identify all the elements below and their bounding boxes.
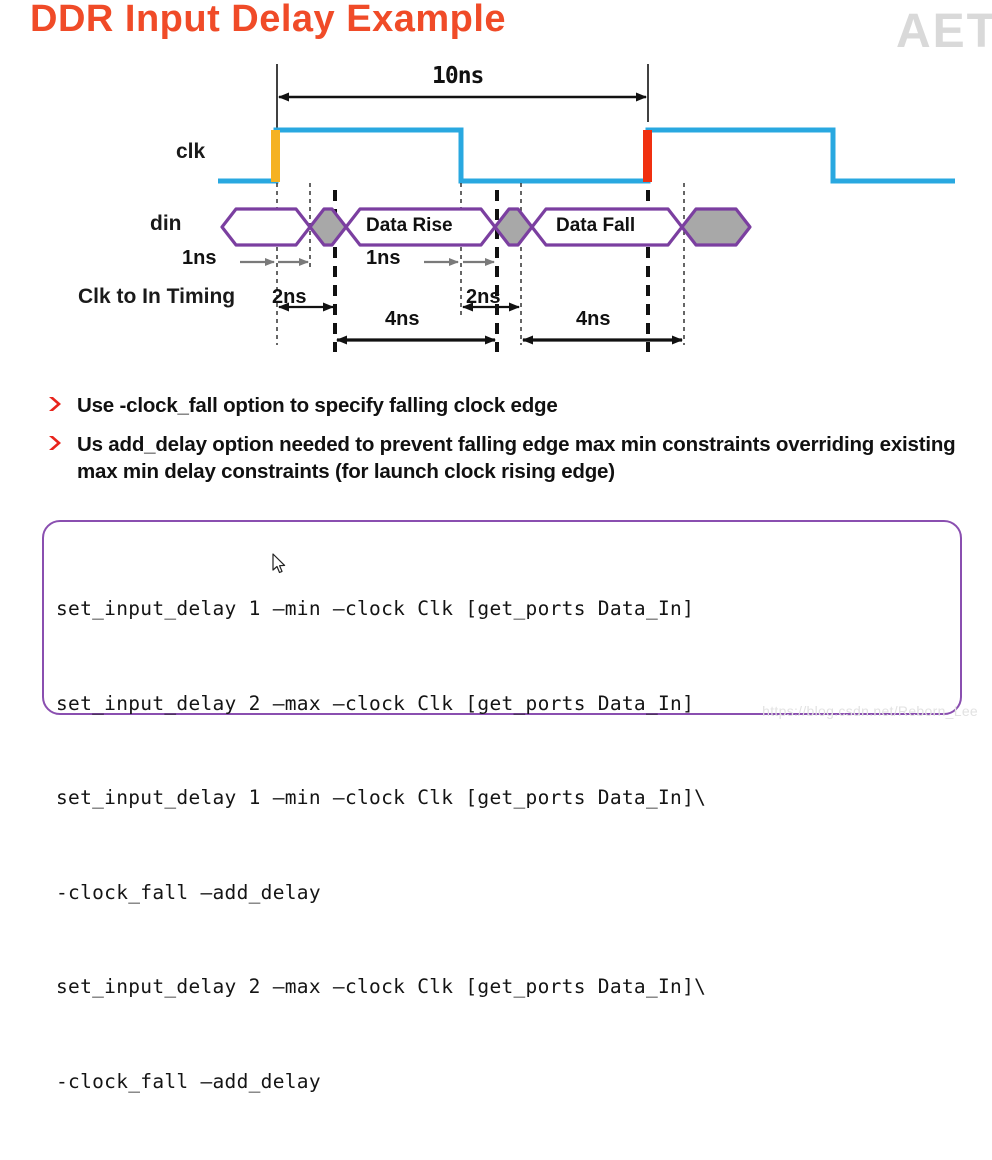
measure-window-rise: 4ns — [385, 308, 420, 330]
clk-row-label: clk — [176, 140, 206, 163]
measure-skew-rise: 2ns — [272, 286, 307, 308]
slide-canvas: DDR Input Delay Example AET — [0, 0, 992, 1093]
code-block-container — [42, 520, 962, 715]
url-watermark: https://blog.csdn.net/Reborn_Lee — [762, 703, 978, 719]
timing-diagram: clk din Clk to In Timing Data Rise Data … — [0, 0, 992, 380]
company-logo-watermark: AET — [896, 5, 992, 58]
bullet-text: Use -clock_fall option to specify fallin… — [77, 394, 558, 417]
list-item: Us add_delay option needed to prevent fa… — [48, 431, 968, 485]
code-line: set_input_delay 2 –max –clock Clk [get_p… — [56, 691, 695, 715]
measure-window-fall: 4ns — [576, 308, 611, 330]
mouse-cursor — [272, 553, 288, 575]
bullet-text: Us add_delay option needed to prevent fa… — [77, 433, 956, 484]
code-block-text: set_input_delay 1 –min –clock Clk [get_p… — [56, 530, 706, 1160]
din-row-label: din — [150, 212, 182, 235]
rising-edge-marker — [271, 130, 280, 182]
measure-clk-to-in-fall: 1ns — [366, 247, 401, 269]
bullet-list: Use -clock_fall option to specify fallin… — [48, 392, 968, 497]
measure-period: 10ns — [432, 63, 484, 89]
measure-clk-to-in-rise: 1ns — [182, 247, 217, 269]
list-item: Use -clock_fall option to specify fallin… — [48, 392, 968, 419]
chevron-right-icon — [48, 435, 68, 456]
chevron-right-icon — [48, 396, 68, 417]
code-line: set_input_delay 1 –min –clock Clk [get_p… — [56, 786, 707, 809]
guide-lines-thin — [276, 183, 685, 345]
code-line: -clock_fall –add_delay — [56, 1069, 321, 1093]
second-rising-edge-marker — [643, 130, 652, 182]
bus-label-data-fall: Data Fall — [556, 215, 636, 236]
clk-to-in-timing-label: Clk to In Timing — [78, 285, 236, 308]
code-line: -clock_fall –add_delay — [56, 880, 321, 904]
reference-tick-lines — [276, 64, 649, 128]
clk-waveform — [218, 127, 955, 184]
din-bus — [220, 207, 752, 247]
page-title: DDR Input Delay Example — [30, 0, 507, 40]
measure-skew-fall: 2ns — [466, 286, 501, 308]
code-line: set_input_delay 2 –max –clock Clk [get_p… — [56, 975, 707, 998]
code-line: set_input_delay 1 –min –clock Clk [get_p… — [56, 597, 695, 620]
bus-label-data-rise: Data Rise — [366, 215, 453, 236]
